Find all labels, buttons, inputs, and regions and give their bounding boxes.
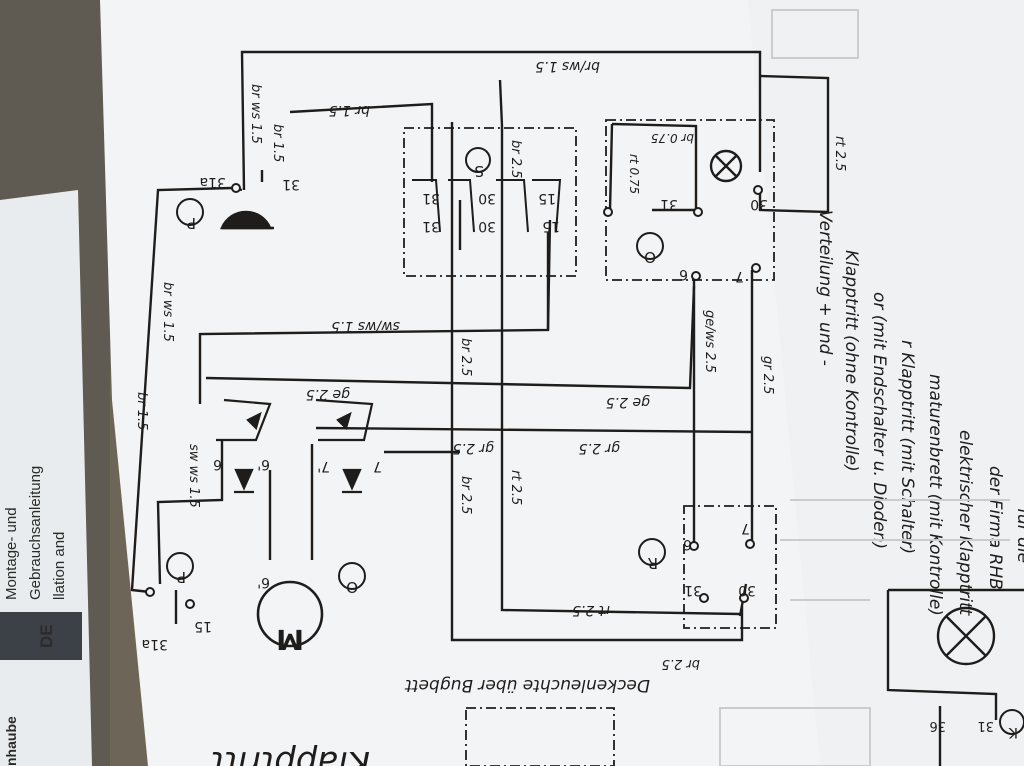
manual-title-line-b: Montage- und bbox=[3, 507, 20, 600]
wire-label-gr-25: gr 2.5 bbox=[579, 440, 620, 456]
wire-label-rt-25: rt 2.5 bbox=[508, 470, 523, 505]
manual-page bbox=[0, 190, 92, 766]
wire-label-br-25: br 2.5 bbox=[458, 338, 473, 376]
wire-label-br-ws-15-a: br ws 1.5 bbox=[248, 84, 263, 144]
marker-k: K bbox=[1008, 724, 1018, 740]
terminal-7p-diode: 7' bbox=[317, 458, 330, 474]
terminal-6-diode: 6 bbox=[213, 456, 222, 472]
wire-label-br-15-b: br 1.5 bbox=[134, 392, 149, 430]
note-line-7: Klapptritt (ohne Kontrolle) bbox=[841, 250, 861, 472]
faded-background-page bbox=[719, 9, 1010, 766]
note-line-6: or (mit Endschalter u. Dioden) bbox=[869, 292, 889, 549]
wire-label-br-25-b: br 2.5 bbox=[458, 476, 473, 514]
wire-label-rt-25-b: rt 2.5 bbox=[572, 602, 610, 618]
manual-lang-badge: DE bbox=[37, 624, 56, 648]
note-line-3: elektrischer Klapptritt bbox=[955, 430, 975, 617]
sheet-shade bbox=[748, 0, 1024, 766]
marker-r: R bbox=[648, 554, 658, 572]
terminal-30-relay: 30 bbox=[478, 190, 496, 206]
manual-edge-word: nhaube bbox=[3, 716, 19, 766]
terminal-30-relay-b: 30 bbox=[478, 218, 496, 234]
wire-label-top-loop: br/ws 1.5 bbox=[535, 58, 600, 74]
terminal-7-lower: 7 bbox=[741, 520, 750, 536]
lower-terminal-36: 36 bbox=[929, 718, 946, 733]
heading-klapptritt: Klapptritt bbox=[209, 743, 370, 766]
wire-label-sw-ws-15-b: sw ws 1.5 bbox=[186, 444, 201, 508]
note-line-2: der Firma RHB bbox=[985, 466, 1005, 590]
wire-label-ge-ws-25: ge/ws 2.5 bbox=[702, 310, 717, 373]
wire-label-ge-25: ge 2.5 bbox=[306, 386, 350, 402]
terminal-6-box: 6 bbox=[679, 266, 688, 282]
terminal-15-relay-b: 15 bbox=[542, 218, 560, 234]
switch-dome-icon bbox=[220, 210, 274, 230]
terminal-6p-diode: 6' bbox=[257, 456, 270, 472]
marker-o-top: O bbox=[644, 248, 656, 266]
wire-label-sw-ws-15: sw/ws 1.5 bbox=[331, 318, 400, 334]
wire-label-br-15-a: br 1.5 bbox=[270, 124, 285, 162]
terminal-7-diode: 7 bbox=[373, 458, 382, 474]
wire-label-br15: br 1.5 bbox=[329, 102, 370, 118]
terminal-31-relay: 31 bbox=[422, 190, 440, 206]
note-line-5: r Klapptritt (mit Schalter) bbox=[897, 340, 917, 554]
terminal-30-box: 30 bbox=[750, 196, 768, 212]
wire-label-ge-25-b: ge 2.5 bbox=[606, 394, 650, 410]
manual-title-line-a: Gebrauchsanleitung bbox=[27, 466, 44, 600]
connector-dots bbox=[145, 183, 763, 609]
circuit-lines bbox=[130, 50, 1024, 766]
diode-icons bbox=[216, 398, 374, 494]
terminal-31-lower: 31 bbox=[684, 582, 702, 598]
manual-title-line-c: llation and bbox=[51, 532, 68, 600]
lang-badge-bg bbox=[0, 612, 82, 660]
wire-label-br-075: br 0.75 bbox=[651, 131, 694, 145]
motor-label: M bbox=[276, 623, 304, 656]
wire-label-rt-25-c: rt 2.5 bbox=[832, 136, 847, 171]
terminal-7-box: 7 bbox=[735, 268, 744, 284]
wire-label-br-25-bottom: br 2.5 bbox=[662, 656, 700, 671]
caption-ceiling-light: Deckenleuchte über Bugbett bbox=[404, 675, 650, 695]
terminal-6-lower: 6 bbox=[683, 536, 692, 552]
wire-label-rt-075: rt 0.75 bbox=[627, 154, 641, 194]
wire-label-br-ws-15-b: br ws 1.5 bbox=[160, 282, 175, 342]
marker-o-bottom: O bbox=[346, 578, 358, 596]
terminal-6p-motor: 6' bbox=[257, 574, 270, 590]
lamp-icon-lower bbox=[936, 606, 996, 666]
relay-contacts bbox=[412, 179, 562, 233]
note-line-4: maturenbrett (mit Kontrolle) bbox=[925, 374, 945, 616]
dashed-boxes bbox=[403, 119, 777, 766]
terminal-31a-bottom: 31a bbox=[142, 636, 168, 652]
terminal-31-relay-b: 31 bbox=[422, 218, 440, 234]
marker-p-top: P bbox=[187, 214, 196, 232]
note-line-1: für die bbox=[1013, 508, 1024, 563]
wire-label-gr-25-c: gr 2.5 bbox=[760, 356, 775, 394]
motor-icon bbox=[256, 580, 324, 648]
marker-circles bbox=[166, 147, 1024, 735]
marker-s: S bbox=[474, 162, 484, 180]
marker-p-bottom: P bbox=[177, 568, 186, 586]
terminal-31a-top: 31a bbox=[200, 174, 226, 190]
note-line-8: Verteilung + und - bbox=[815, 210, 835, 366]
wire-label-br-25-c: br 2.5 bbox=[508, 140, 523, 178]
lamp-icon bbox=[709, 149, 743, 183]
terminal-31-box: 31 bbox=[660, 196, 678, 212]
wire-label-gr-25-b: gr 2.5 bbox=[453, 440, 494, 456]
terminal-31-top: 31 bbox=[282, 176, 300, 192]
terminal-15-relay: 15 bbox=[538, 190, 556, 206]
lower-terminal-31: 31 bbox=[977, 718, 994, 733]
terminal-15-bottom: 15 bbox=[194, 618, 212, 634]
terminal-30-lower: 30 bbox=[738, 582, 756, 598]
